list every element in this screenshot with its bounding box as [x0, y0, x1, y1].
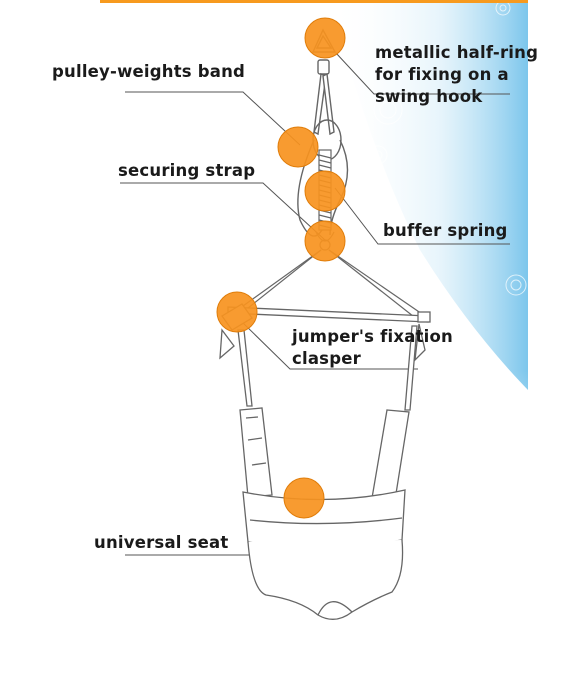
label-securing-strap-text: securing strap	[118, 161, 256, 180]
label-fixation-clasper-line-2: clasper	[292, 349, 361, 368]
markers	[216, 17, 346, 519]
leader-securing-strap	[120, 182, 326, 241]
label-pulley-band-text: pulley-weights band	[52, 62, 246, 81]
label-fixation-clasper-line-1: jumper's fixation	[292, 327, 453, 346]
side-straps	[237, 325, 418, 501]
marker-buffer-spring	[304, 170, 346, 212]
marker-half-ring	[304, 17, 346, 59]
label-pulley-band: pulley-weights band	[52, 61, 245, 83]
marker-fixation-clasper	[216, 291, 258, 333]
label-fixation-clasper: jumper's fixation clasper	[292, 326, 453, 370]
label-half-ring-line-2: for fixing on a	[375, 65, 509, 84]
marker-pulley-band	[277, 126, 319, 168]
leader-fixation-clasper	[241, 321, 418, 370]
marker-securing-strap	[304, 220, 346, 262]
label-half-ring: metallic half-ring for fixing on a swing…	[375, 42, 538, 108]
leader-pulley-band	[125, 91, 301, 146]
accent-top-bar	[100, 0, 528, 3]
label-half-ring-line-3: swing hook	[375, 87, 483, 106]
label-universal-seat: universal seat	[94, 532, 228, 554]
marker-universal-seat	[283, 477, 325, 519]
label-buffer-spring: buffer spring	[383, 220, 508, 242]
label-buffer-spring-text: buffer spring	[383, 221, 508, 240]
universal-seat-shape	[242, 489, 406, 620]
label-universal-seat-text: universal seat	[94, 533, 229, 552]
leader-buffer-spring	[334, 187, 510, 245]
label-half-ring-line-1: metallic half-ring	[375, 43, 539, 62]
leader-half-ring	[335, 52, 510, 95]
label-securing-strap: securing strap	[118, 160, 255, 182]
